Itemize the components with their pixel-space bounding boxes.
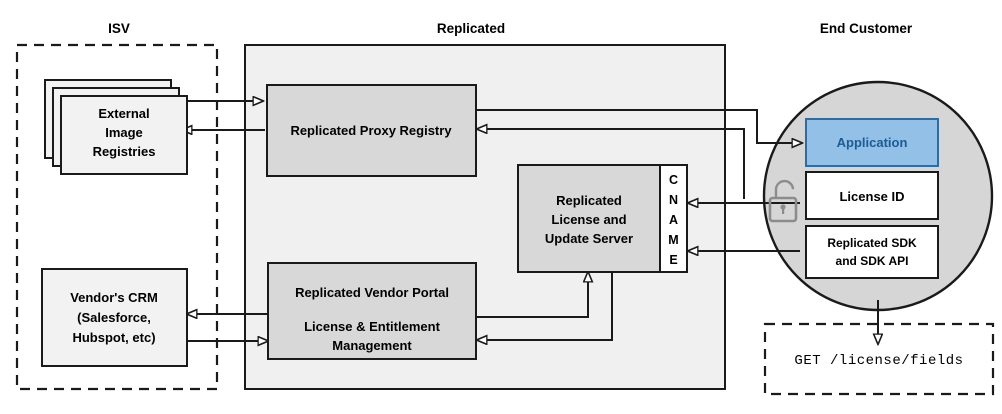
vendor-portal-box bbox=[267, 262, 477, 360]
vendor-crm-label-line1: Vendor's CRM bbox=[70, 290, 158, 305]
license-id-box bbox=[805, 171, 939, 220]
vendor-crm-node: Vendor's CRM (Salesforce, Hubspot, etc) bbox=[41, 268, 188, 367]
registries-label-line3: Registries bbox=[93, 144, 156, 159]
cname-letter-n: N bbox=[669, 193, 678, 207]
cname-letter-e: E bbox=[669, 253, 677, 267]
application-box bbox=[805, 118, 939, 167]
sdk-label-line2: and SDK API bbox=[836, 254, 909, 268]
connector-license-server-to-portal bbox=[477, 272, 613, 340]
connector-proxy-to-application bbox=[475, 109, 802, 143]
replicated-proxy-registry-node: Replicated Proxy Registry bbox=[266, 84, 477, 177]
vendor-crm-label-line3: Hubspot, etc) bbox=[72, 330, 155, 345]
vendor-crm-label-line2: (Salesforce, bbox=[77, 310, 151, 325]
cname-strip bbox=[659, 164, 688, 273]
padlock-keyhole bbox=[780, 204, 786, 210]
replicated-license-update-server-node: Replicated License and Update Server C N… bbox=[517, 164, 688, 273]
padlock-keyhole-stem bbox=[782, 208, 785, 214]
zone-label-isv: ISV bbox=[108, 21, 130, 36]
proxy-registry-box bbox=[266, 84, 477, 177]
sdk-label-line1: Replicated SDK bbox=[827, 236, 917, 250]
cname-letter-a: A bbox=[669, 213, 678, 227]
vendor-portal-label-line3: Management bbox=[332, 338, 412, 353]
api-call-node: GET /license/fields bbox=[763, 322, 995, 396]
api-call-label: GET /license/fields bbox=[794, 353, 963, 369]
unlocked-padlock-icon bbox=[768, 179, 798, 223]
license-id-node: License ID bbox=[805, 171, 939, 220]
application-node: Application bbox=[805, 118, 939, 167]
application-label: Application bbox=[837, 135, 908, 150]
cname-letter-m: M bbox=[668, 233, 678, 247]
zone-label-end-customer: End Customer bbox=[820, 21, 913, 36]
sdk-box bbox=[805, 225, 939, 279]
external-image-registries-node: External Image Registries bbox=[44, 79, 188, 175]
cname-letter-c: C bbox=[669, 173, 678, 187]
license-server-label-line1: Replicated bbox=[556, 193, 622, 208]
license-id-label: License ID bbox=[839, 189, 904, 204]
registry-stack-front bbox=[60, 95, 188, 175]
license-server-label-line3: Update Server bbox=[545, 231, 633, 246]
vendor-portal-label-line2: License & Entitlement bbox=[304, 319, 440, 334]
registries-label-line1: External bbox=[98, 106, 149, 121]
license-server-box bbox=[517, 164, 661, 273]
replicated-vendor-portal-node: Replicated Vendor Portal License & Entit… bbox=[267, 262, 477, 360]
license-server-label-line2: License and bbox=[551, 212, 626, 227]
proxy-registry-label: Replicated Proxy Registry bbox=[290, 123, 452, 138]
vendor-crm-box bbox=[41, 268, 188, 367]
api-call-boundary bbox=[763, 322, 995, 396]
zone-label-replicated: Replicated bbox=[437, 21, 505, 36]
replicated-sdk-node: Replicated SDK and SDK API bbox=[805, 225, 939, 279]
padlock-shackle bbox=[774, 179, 795, 198]
padlock-body bbox=[768, 196, 798, 223]
registries-label-line2: Image bbox=[105, 125, 143, 140]
connector-application-to-proxy bbox=[477, 129, 745, 199]
connector-portal-to-license-server bbox=[475, 272, 588, 318]
vendor-portal-label-line1: Replicated Vendor Portal bbox=[295, 285, 449, 300]
